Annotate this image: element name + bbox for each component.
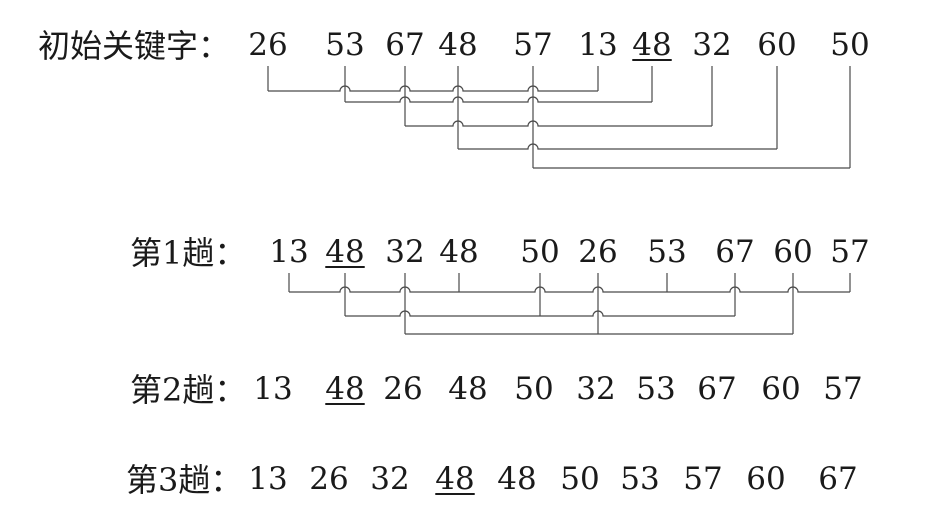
value-r2-6: 53: [636, 371, 676, 407]
value-r3-3: 48: [435, 461, 475, 497]
connector-line-1-0: [289, 286, 850, 293]
connector-line-0-0: [268, 85, 598, 92]
value-r2-3: 48: [448, 371, 488, 407]
value-r0-0: 26: [248, 27, 288, 63]
value-r3-4: 48: [497, 461, 537, 497]
value-r1-5: 26: [578, 234, 618, 270]
connector-line-0-2: [405, 120, 712, 127]
value-r2-7: 67: [697, 371, 737, 407]
value-r2-8: 60: [761, 371, 801, 407]
row-label-pass-2: 第2趟：: [130, 371, 247, 409]
value-r1-4: 50: [520, 234, 560, 270]
connector-line-0-3: [458, 143, 777, 150]
value-r0-3: 48: [438, 27, 478, 63]
value-r0-2: 67: [385, 27, 425, 63]
value-r2-0: 13: [253, 371, 293, 407]
connector-line-1-1: [345, 310, 735, 317]
value-r1-9: 57: [830, 234, 870, 270]
value-r1-8: 60: [773, 234, 813, 270]
value-r1-7: 67: [715, 234, 755, 270]
value-r3-0: 13: [248, 461, 288, 497]
value-r3-6: 53: [620, 461, 660, 497]
value-r1-1: 48: [325, 234, 365, 270]
row-label-initial: 初始关键字：: [38, 27, 231, 65]
value-r0-4: 57: [513, 27, 553, 63]
value-r2-9: 57: [823, 371, 863, 407]
value-r2-5: 32: [576, 371, 616, 407]
value-r3-9: 67: [818, 461, 858, 497]
value-r0-8: 60: [757, 27, 797, 63]
value-r0-6: 48: [632, 27, 672, 63]
value-r2-1: 48: [325, 371, 365, 407]
value-r0-9: 50: [830, 27, 870, 63]
connector-line-0-1: [345, 96, 652, 103]
value-r2-4: 50: [514, 371, 554, 407]
value-r3-1: 26: [309, 461, 349, 497]
value-r3-8: 60: [746, 461, 786, 497]
value-r0-1: 53: [325, 27, 365, 63]
value-r1-0: 13: [269, 234, 309, 270]
value-r1-3: 48: [439, 234, 479, 270]
value-r0-5: 13: [578, 27, 618, 63]
value-r3-7: 57: [683, 461, 723, 497]
value-r1-6: 53: [647, 234, 687, 270]
value-r3-2: 32: [370, 461, 410, 497]
value-r1-2: 32: [385, 234, 425, 270]
row-label-pass-3: 第3趟：: [126, 461, 243, 499]
row-label-pass-1: 第1趟：: [130, 234, 247, 272]
value-r3-5: 50: [560, 461, 600, 497]
value-r2-2: 26: [383, 371, 423, 407]
value-r0-7: 32: [692, 27, 732, 63]
